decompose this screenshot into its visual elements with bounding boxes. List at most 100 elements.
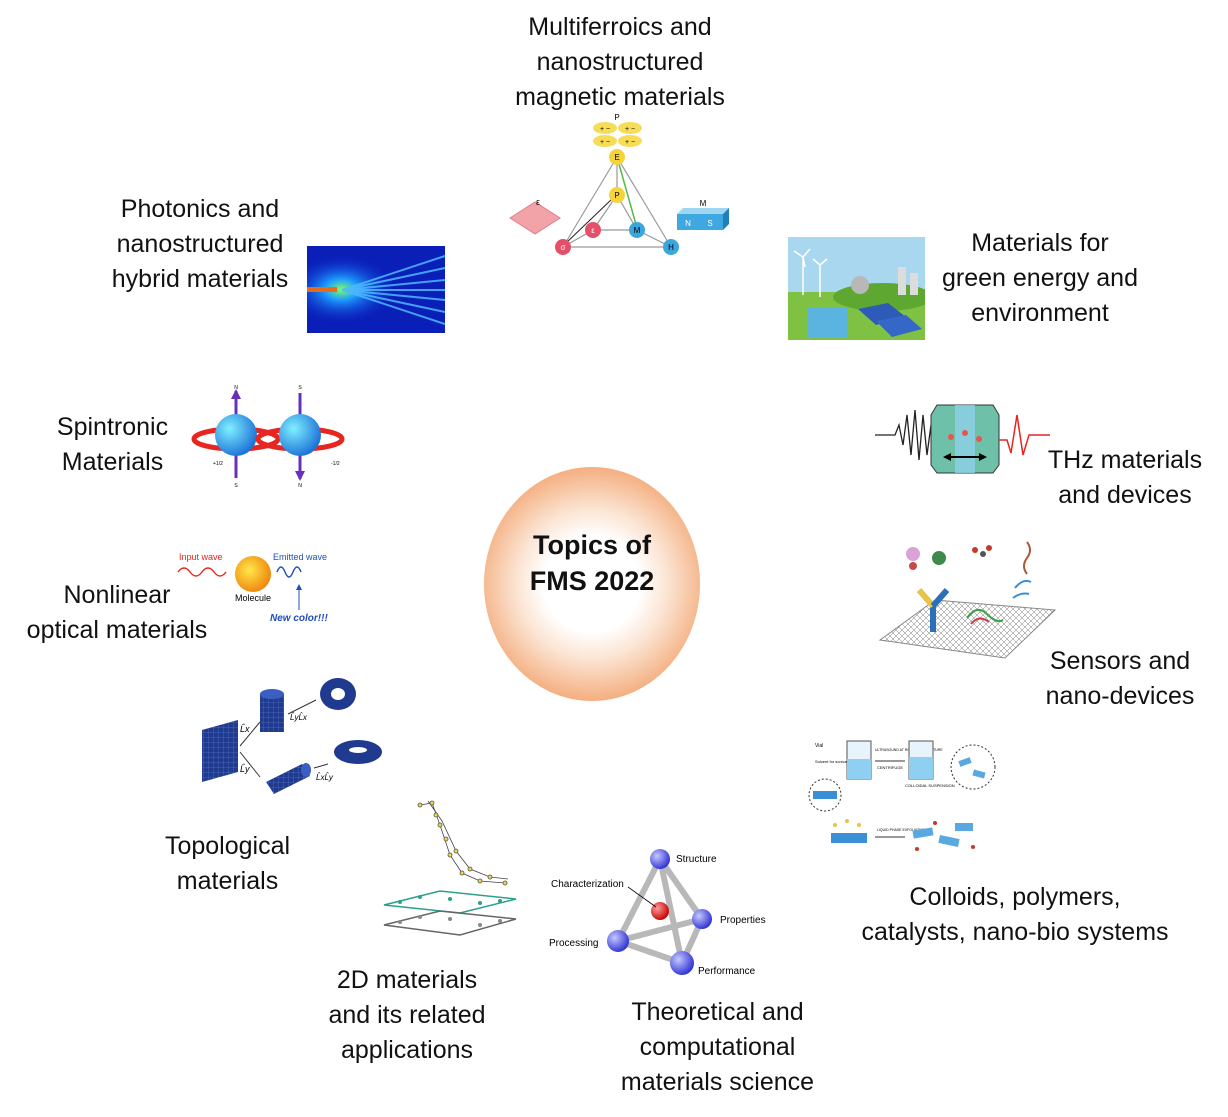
label-p-top: P bbox=[614, 113, 619, 122]
label-s2: S bbox=[298, 385, 302, 391]
exfoliation-process-icon: Vial Solvent for sonication ULTRASOUND A… bbox=[808, 740, 996, 851]
svg-text:ε: ε bbox=[536, 197, 540, 207]
svg-text:S: S bbox=[707, 219, 712, 228]
dna-probe bbox=[1012, 579, 1032, 599]
label-vial: Vial bbox=[815, 743, 823, 749]
svg-text:+ −: + − bbox=[600, 126, 610, 133]
graphene-sheet bbox=[878, 599, 1057, 659]
node-sigma bbox=[555, 239, 571, 255]
topic-green-energy: Materials for green energy and environme… bbox=[930, 226, 1150, 331]
emitters bbox=[948, 430, 982, 442]
wind-turbines bbox=[793, 248, 828, 297]
svg-text:N: N bbox=[685, 219, 691, 228]
node-m bbox=[629, 222, 645, 238]
svg-text:+ −: + − bbox=[625, 139, 635, 146]
protein-complex bbox=[966, 608, 1004, 625]
svg-text:M: M bbox=[634, 226, 641, 235]
topic-photonics: Photonics and nanostructured hybrid mate… bbox=[95, 192, 305, 297]
label-colloidal: COLLOIDAL SUSPENSION bbox=[905, 783, 955, 788]
topic-line: computational bbox=[639, 1033, 796, 1061]
antibody bbox=[916, 588, 950, 632]
node-p bbox=[609, 187, 625, 203]
label-performance: Performance bbox=[698, 966, 756, 977]
waveguide-rays bbox=[341, 255, 445, 325]
label-lxly: L̂xL̂y bbox=[316, 773, 334, 782]
topic-line: magnetic materials bbox=[515, 83, 725, 111]
label-lx: L̂x bbox=[240, 724, 250, 734]
svg-text:σ: σ bbox=[561, 243, 566, 252]
arrow-ly bbox=[239, 751, 261, 778]
label-structure: Structure bbox=[676, 854, 717, 865]
torus-2 bbox=[334, 740, 382, 764]
topic-line: nano-devices bbox=[1045, 682, 1195, 710]
label-emitted-wave: Emitted wave bbox=[273, 552, 327, 562]
topic-line: Colloids, polymers, bbox=[909, 883, 1121, 911]
tetra-edges bbox=[615, 856, 705, 966]
vertex-performance bbox=[670, 951, 694, 975]
center-title-line-2: FMS 2022 bbox=[529, 566, 655, 596]
label-new-color: New color!!! bbox=[270, 613, 328, 624]
black-arrow bbox=[564, 197, 614, 245]
topic-sensors: Sensors and nano-devices bbox=[1030, 644, 1210, 714]
dna-strand bbox=[1023, 541, 1031, 575]
thz-pulse-device-icon bbox=[875, 404, 1050, 474]
topic-line: materials bbox=[176, 867, 279, 895]
solvent-molecules bbox=[833, 819, 861, 827]
svg-text:H: H bbox=[668, 243, 674, 252]
exfoliated-flakes bbox=[912, 823, 973, 847]
label-s1: S bbox=[234, 483, 238, 489]
svg-text:P: P bbox=[614, 191, 619, 200]
layer-graphene bbox=[383, 910, 517, 936]
rolled-chain bbox=[417, 800, 509, 886]
label-processing: Processing bbox=[549, 938, 598, 949]
bacteria-particle bbox=[932, 551, 946, 565]
topic-line: Multiferroics and bbox=[528, 13, 712, 41]
topic-line: optical materials bbox=[26, 616, 208, 644]
topic-line: Sensors and bbox=[1049, 647, 1191, 675]
molecule-cluster bbox=[972, 545, 992, 557]
multiferroic-diagram-icon: P + − + − + − + − E P ε M H σ ε M bbox=[509, 113, 729, 255]
node-h bbox=[663, 239, 679, 255]
topic-line: applications bbox=[340, 1036, 474, 1064]
virus-particle bbox=[906, 547, 920, 561]
photonic-waveguide-icon bbox=[307, 246, 445, 333]
graphene-sensor-icon bbox=[878, 541, 1057, 659]
topic-line: catalysts, nano-bio systems bbox=[861, 918, 1169, 946]
topic-line: hybrid materials bbox=[111, 265, 289, 293]
molecule bbox=[235, 556, 271, 592]
center-ball bbox=[651, 902, 669, 920]
vertex-properties bbox=[692, 909, 712, 929]
2d-layers-icon bbox=[383, 800, 517, 936]
topic-line: Photonics and bbox=[120, 195, 280, 223]
label-solvent: Solvent for sonication bbox=[815, 759, 853, 764]
label-molecule: Molecule bbox=[235, 593, 271, 603]
topic-line: Materials bbox=[61, 448, 164, 476]
topic-line: 2D materials bbox=[336, 966, 478, 994]
topic-2d-materials: 2D materials and its related application… bbox=[312, 963, 502, 1068]
label-properties: Properties bbox=[720, 915, 766, 926]
svg-text:+ −: + − bbox=[625, 126, 635, 133]
svg-text:E: E bbox=[614, 153, 619, 162]
green-energy-landscape-icon bbox=[788, 237, 925, 340]
label-lylx: L̂yL̂x bbox=[290, 713, 308, 722]
label-input-wave: Input wave bbox=[179, 552, 223, 562]
materials-tetrahedron-icon: Structure Characterization Properties Pr… bbox=[549, 849, 766, 977]
vertex-processing bbox=[607, 930, 629, 952]
topic-colloids: Colloids, polymers, catalysts, nano-bio … bbox=[845, 880, 1185, 950]
topic-line: THz materials bbox=[1047, 446, 1203, 474]
center-circle: Topics of FMS 2022 bbox=[484, 467, 700, 701]
svg-text:M: M bbox=[700, 199, 707, 208]
layered-crystal bbox=[831, 833, 867, 843]
svg-text:ε: ε bbox=[591, 226, 595, 235]
sphere-2 bbox=[279, 414, 321, 456]
topic-line: nanostructured bbox=[116, 230, 284, 258]
magnet-block: M N S bbox=[677, 199, 729, 230]
label-n2: N bbox=[298, 483, 302, 489]
vertex-structure bbox=[650, 849, 670, 869]
green-arrow bbox=[616, 156, 638, 229]
topic-spintronic: Spintronic Materials bbox=[40, 410, 185, 480]
output-pulse bbox=[999, 414, 1050, 456]
input-wave bbox=[177, 567, 227, 577]
flat-sheet bbox=[202, 720, 238, 782]
topic-line: and devices bbox=[1058, 481, 1192, 509]
